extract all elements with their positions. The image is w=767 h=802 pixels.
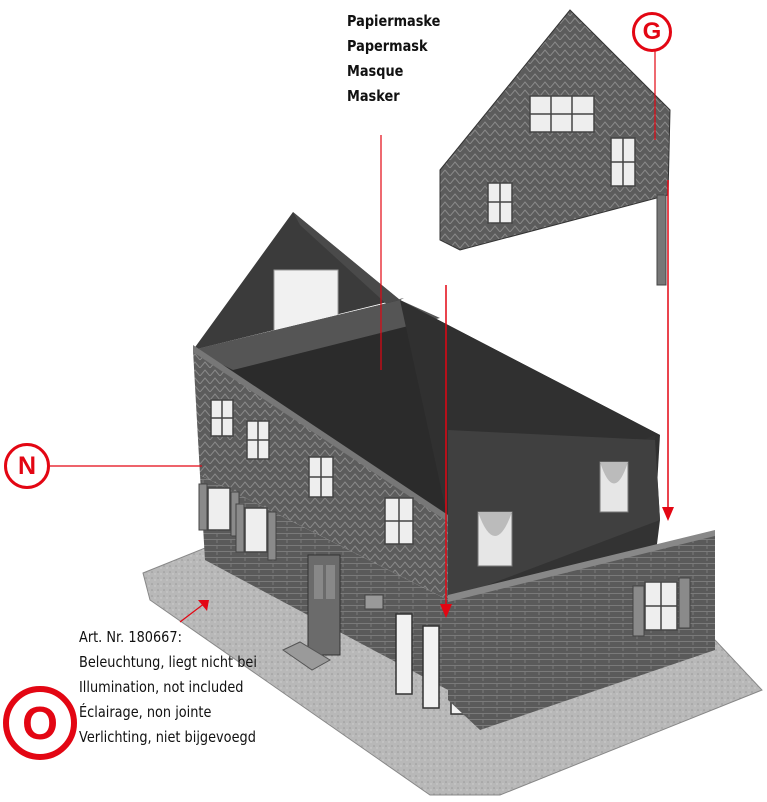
paper-mask-labels: Papiermaske Papermask Masque Masker xyxy=(347,9,440,109)
front-door xyxy=(308,555,340,655)
lighting-note: Art. Nr. 180667: Beleuchtung, liegt nich… xyxy=(79,625,257,750)
lighting-note-nl: Verlichting, niet bijgevoegd xyxy=(79,725,257,750)
part-marker-n: N xyxy=(4,443,50,489)
paper-mask-label-nl: Masker xyxy=(347,84,440,109)
step-marker-o: O xyxy=(3,686,77,760)
lighting-note-de: Beleuchtung, liegt nicht bei xyxy=(79,650,257,675)
gable-part-g xyxy=(440,10,670,285)
part-marker-g: G xyxy=(632,12,672,52)
lighting-note-en: Illumination, not included xyxy=(79,675,257,700)
lighting-note-fr: Éclairage, non jointe xyxy=(79,700,257,725)
paper-mask-label-fr: Masque xyxy=(347,59,440,84)
paper-mask-label-en: Papermask xyxy=(347,34,440,59)
paper-mask-label-de: Papiermaske xyxy=(347,9,440,34)
lighting-article-number: Art. Nr. 180667: xyxy=(79,625,257,650)
